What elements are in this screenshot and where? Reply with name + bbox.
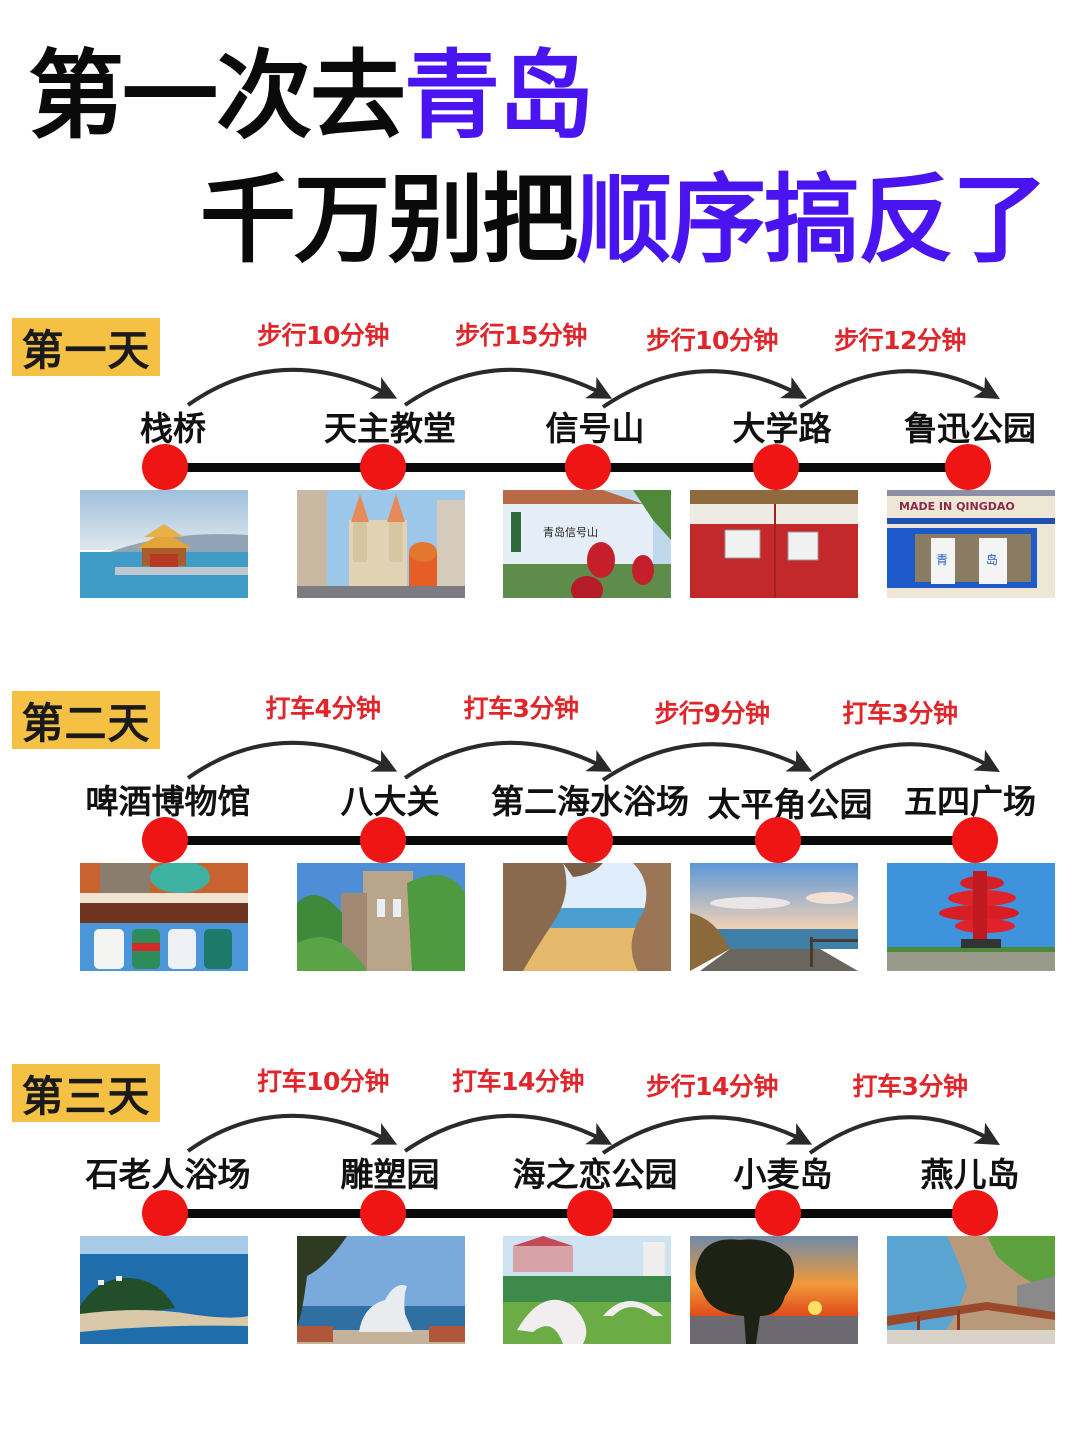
stop-dot <box>753 444 799 490</box>
travel-time-label: 打车10分钟 <box>257 1067 389 1096</box>
title-line-1-dark: 第一次去 <box>28 40 406 152</box>
may-fourth-image <box>887 863 1055 971</box>
catholic-church-image <box>297 490 465 598</box>
stop-dot <box>360 444 406 490</box>
place-name: 石老人浴场 <box>85 1155 251 1194</box>
stop-dot <box>755 817 801 863</box>
arrow-icon <box>186 367 398 407</box>
place-name: 太平角公园 <box>707 785 873 824</box>
xiaomai-island-image <box>690 1236 858 1344</box>
photo-signal-hill[interactable]: 青岛信号山 <box>503 490 671 598</box>
travel-time-label: 步行12分钟 <box>834 326 966 355</box>
title-line-2-dark: 千万别把 <box>200 164 578 276</box>
photo-sculpture-park[interactable] <box>297 1236 465 1344</box>
stop-dot <box>755 1190 801 1236</box>
place-name: 信号山 <box>545 409 645 448</box>
beer-museum-image <box>80 863 248 971</box>
photo-second-beach[interactable] <box>503 863 671 971</box>
travel-time-label: 步行9分钟 <box>654 699 770 728</box>
photo-shilaoren-beach[interactable] <box>80 1236 248 1344</box>
pier-pavilion-image <box>80 490 248 598</box>
stop-dot <box>142 817 188 863</box>
arrow-icon <box>186 1113 398 1153</box>
title-line-1-accent: 青岛 <box>404 40 594 152</box>
day-2-section: 第二天 打车4分钟 打车3分钟 步行9分钟 打车3分钟 啤酒博物馆 八大关 第二… <box>0 683 1080 983</box>
stop-dot <box>952 817 998 863</box>
photo-yaner-island[interactable] <box>887 1236 1055 1344</box>
photo-badaguan[interactable] <box>297 863 465 971</box>
day-1-section: 第一天 步行10分钟 步行15分钟 步行10分钟 步行12分钟 栈桥 天主教堂 … <box>0 310 1080 610</box>
place-name: 雕塑园 <box>340 1155 440 1194</box>
photo-catholic-church[interactable] <box>297 490 465 598</box>
travel-time-label: 步行15分钟 <box>455 321 587 350</box>
travel-time-label: 打车3分钟 <box>842 699 958 728</box>
stop-dot <box>945 444 991 490</box>
stop-dot <box>565 444 611 490</box>
arrow-icon <box>403 740 613 780</box>
place-name: 大学路 <box>732 409 832 448</box>
photo-beer-museum[interactable] <box>80 863 248 971</box>
photo-sea-love-park[interactable] <box>503 1236 671 1344</box>
place-name: 啤酒博物馆 <box>85 782 251 821</box>
photo-university-road[interactable] <box>690 490 858 598</box>
badaguan-image <box>297 863 465 971</box>
travel-time-label: 打车3分钟 <box>463 694 579 723</box>
place-name: 海之恋公园 <box>512 1155 678 1194</box>
travel-time-label: 步行10分钟 <box>646 326 778 355</box>
university-road-image <box>690 490 858 598</box>
photo-luxun-park[interactable]: MADE IN QINGDAO 青 岛 <box>887 490 1055 598</box>
day-badge: 第一天 <box>12 318 160 376</box>
place-name: 小麦岛 <box>733 1155 833 1194</box>
day-badge: 第三天 <box>12 1064 160 1122</box>
stop-dot <box>360 1190 406 1236</box>
travel-time-label: 步行10分钟 <box>257 321 389 350</box>
arrow-icon <box>186 740 398 780</box>
timeline-line <box>165 1209 968 1218</box>
travel-time-label: 打车14分钟 <box>452 1067 584 1096</box>
place-name: 第二海水浴场 <box>491 782 689 821</box>
yaner-island-image <box>887 1236 1055 1344</box>
arrow-icon <box>403 367 613 407</box>
shilaoren-image <box>80 1236 248 1344</box>
taipingjiao-image <box>690 863 858 971</box>
svg-text:青岛信号山: 青岛信号山 <box>543 525 598 539</box>
svg-text:青: 青 <box>936 553 948 567</box>
sea-love-park-image <box>503 1236 671 1344</box>
stop-dot <box>567 817 613 863</box>
title-line-2: 千万别把顺序搞反了 <box>200 172 1048 268</box>
signal-hill-image: 青岛信号山 <box>503 490 671 598</box>
arrow-icon <box>403 1113 613 1153</box>
place-name: 燕儿岛 <box>920 1155 1020 1194</box>
svg-text:岛: 岛 <box>986 552 998 567</box>
sculpture-park-image <box>297 1236 465 1344</box>
photo-may-fourth-square[interactable] <box>887 863 1055 971</box>
photo-taipingjiao-park[interactable] <box>690 863 858 971</box>
place-name: 鲁迅公园 <box>904 409 1036 448</box>
place-name: 八大关 <box>340 782 440 821</box>
svg-text:MADE IN QINGDAO: MADE IN QINGDAO <box>899 500 1015 513</box>
stop-dot <box>360 817 406 863</box>
made-in-qingdao-image: MADE IN QINGDAO 青 岛 <box>887 490 1055 598</box>
stop-dot <box>142 444 188 490</box>
stop-dot <box>952 1190 998 1236</box>
day-badge: 第二天 <box>12 691 160 749</box>
stop-dot <box>142 1190 188 1236</box>
travel-time-label: 打车3分钟 <box>852 1072 968 1101</box>
place-name: 栈桥 <box>140 409 206 448</box>
photo-pier-pavilion[interactable] <box>80 490 248 598</box>
timeline-line <box>165 836 968 845</box>
title-line-2-accent: 顺序搞反了 <box>576 164 1048 276</box>
second-beach-image <box>503 863 671 971</box>
travel-time-label: 步行14分钟 <box>646 1072 778 1101</box>
day-3-section: 第三天 打车10分钟 打车14分钟 步行14分钟 打车3分钟 石老人浴场 雕塑园… <box>0 1056 1080 1356</box>
stop-dot <box>567 1190 613 1236</box>
place-name: 五四广场 <box>904 782 1036 821</box>
travel-time-label: 打车4分钟 <box>265 694 381 723</box>
place-name: 天主教堂 <box>324 409 456 448</box>
title-line-1: 第一次去青岛 <box>28 48 594 144</box>
photo-xiaomai-island[interactable] <box>690 1236 858 1344</box>
